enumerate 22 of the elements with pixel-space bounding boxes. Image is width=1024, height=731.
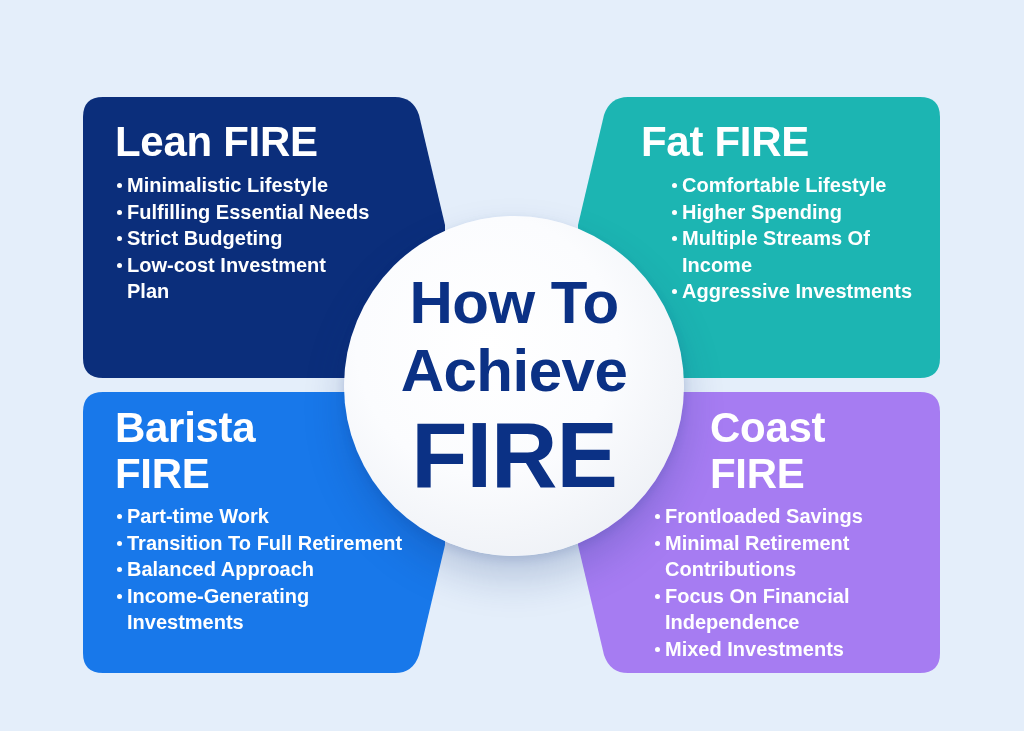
bullet-item: Multiple Streams Of Income <box>672 225 928 278</box>
bullet-item: Mixed Investments <box>655 635 844 662</box>
bullet-item: Minimalistic Lifestyle <box>117 172 329 199</box>
card-heading: Fat FIRE <box>641 119 810 165</box>
card-heading: Lean FIRE <box>115 119 319 165</box>
card-heading: Coast FIRE <box>710 405 827 497</box>
bullet-item: Fulfilling Essential Needs <box>117 198 370 225</box>
bullet-item: Part-time Work <box>117 503 269 530</box>
bullet-item: Frontloaded Savings <box>655 503 863 530</box>
circle-title: FIRE <box>411 407 617 503</box>
bullet-item: Income-Generating Investments <box>117 582 417 636</box>
circle-title: How To Achieve <box>399 269 629 405</box>
bullet-item: Transition To Full Retirement <box>117 529 403 556</box>
bullet-item: Strict Budgeting <box>117 225 283 252</box>
bullet-item: Minimal Retirement Contributions <box>655 529 881 583</box>
bullet-item: Aggressive Investments <box>672 278 913 305</box>
bullet-item: Higher Spending <box>672 198 842 225</box>
card-heading: Barista FIRE <box>115 405 257 497</box>
bullet-item: Balanced Approach <box>117 556 315 583</box>
bullet-item: Comfortable Lifestyle <box>672 172 887 199</box>
bullet-item: Low-cost Investment Plan <box>117 251 373 305</box>
bullet-item: Focus On Financial Independence <box>655 582 881 636</box>
